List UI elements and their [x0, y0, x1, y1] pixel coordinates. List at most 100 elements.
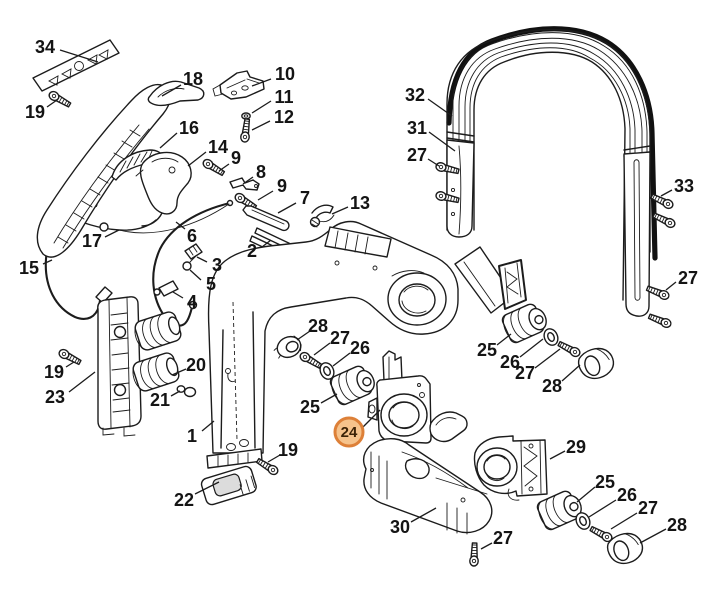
- callout-28-collar-center[interactable]: 28: [296, 316, 328, 341]
- callout-27-screw-right[interactable]: 27: [515, 348, 561, 383]
- svg-text:34: 34: [35, 37, 55, 57]
- part-19-screw-top-left: [46, 89, 73, 110]
- part-21-plug: [176, 385, 197, 398]
- svg-text:23: 23: [45, 387, 65, 407]
- part-31-handlebar-tube: [446, 139, 651, 317]
- part-24-clamp-bracket: [367, 350, 468, 444]
- callout-9-screw-b[interactable]: 9: [257, 176, 287, 201]
- svg-text:8: 8: [256, 162, 266, 182]
- callout-27-screw-bottom-right[interactable]: 27: [610, 498, 658, 530]
- callout-16-throttle-lock[interactable]: 16: [159, 118, 199, 149]
- callout-5-bead[interactable]: 5: [189, 269, 216, 294]
- part-26-washer-right: [540, 325, 562, 349]
- svg-text:14: 14: [208, 137, 228, 157]
- callout-29-bracket-lower[interactable]: 29: [549, 437, 586, 460]
- svg-text:26: 26: [350, 338, 370, 358]
- callout-3-fitting[interactable]: 3: [196, 255, 222, 275]
- callout-18-handle-molding[interactable]: 18: [161, 69, 203, 97]
- svg-text:31: 31: [407, 118, 427, 138]
- callout-33-screws-right[interactable]: 33: [660, 176, 694, 197]
- svg-text:17: 17: [82, 231, 102, 251]
- svg-text:27: 27: [638, 498, 658, 518]
- callout-25-bushing-right[interactable]: 25: [477, 333, 512, 360]
- callout-27-screw-center[interactable]: 27: [313, 328, 350, 356]
- svg-text:24: 24: [341, 424, 358, 441]
- callout-6-cable[interactable]: 6: [175, 221, 197, 246]
- svg-text:30: 30: [390, 517, 410, 537]
- svg-text:3: 3: [212, 255, 222, 275]
- callout-26-washer-bottom[interactable]: 26: [588, 485, 637, 518]
- callout-13-spring-clip[interactable]: 13: [331, 193, 370, 215]
- callout-8-link[interactable]: 8: [242, 162, 266, 185]
- svg-text:26: 26: [500, 352, 520, 372]
- highlight-badge: [333, 416, 365, 448]
- callout-30-handle-lower[interactable]: 30: [390, 507, 437, 537]
- part-32-handlebar-grip: [446, 26, 658, 301]
- callout-9-screw-a[interactable]: 9: [218, 148, 241, 172]
- callout-19-screw-bottom[interactable]: 19: [267, 440, 298, 463]
- part-27-screw-bottom-center: [468, 542, 480, 567]
- svg-text:7: 7: [300, 188, 310, 208]
- housing-side-plate: [454, 246, 527, 314]
- part-10-bracket: [212, 70, 265, 100]
- svg-text:6: 6: [187, 226, 197, 246]
- callout-23-av-block[interactable]: 23: [45, 371, 96, 407]
- callout-34-label-sticker[interactable]: 34: [35, 37, 99, 63]
- svg-text:9: 9: [231, 148, 241, 168]
- svg-text:15: 15: [19, 258, 39, 278]
- svg-text:19: 19: [25, 102, 45, 122]
- callout-25-bushing-center[interactable]: 25: [300, 393, 338, 417]
- part-22-cover: [200, 465, 257, 506]
- part-25-bushing-center: [326, 361, 379, 408]
- svg-text:27: 27: [515, 363, 535, 383]
- callout-22-cover[interactable]: 22: [174, 481, 220, 510]
- callout-26-washer-right[interactable]: 26: [500, 338, 544, 372]
- callout-31-handlebar-tube[interactable]: 31: [407, 118, 456, 152]
- svg-text:4: 4: [187, 292, 197, 312]
- callout-4-cable-nipple[interactable]: 4: [172, 291, 197, 312]
- callout-24-clamp-bracket[interactable]: 24: [333, 409, 381, 448]
- callout-17-cable-end[interactable]: 17: [82, 229, 120, 251]
- callout-21-plug[interactable]: 21: [150, 390, 181, 410]
- callout-1-handle-housing[interactable]: 1: [187, 420, 215, 446]
- callout-27-screws-tube-left[interactable]: 27: [407, 145, 440, 167]
- part-27-screws-tube-right: [645, 283, 673, 330]
- part-3-fitting: [184, 243, 203, 260]
- svg-text:20: 20: [186, 355, 206, 375]
- callout-12-screw-small[interactable]: 12: [251, 107, 294, 131]
- svg-text:12: 12: [274, 107, 294, 127]
- svg-text:19: 19: [278, 440, 298, 460]
- part-7-pin: [242, 205, 290, 232]
- callout-28-cap-bottom[interactable]: 28: [639, 515, 687, 544]
- part-27-screw-right: [556, 339, 583, 359]
- part-23-av-block: [97, 296, 142, 437]
- callout-7-pin[interactable]: 7: [277, 188, 310, 214]
- callout-19-screw-av[interactable]: 19: [44, 361, 75, 382]
- callout-2-rod[interactable]: 2: [247, 239, 272, 261]
- callout-14-throttle-trigger[interactable]: 14: [187, 137, 228, 167]
- part-13-spring-clip: [309, 204, 335, 228]
- part-27-screw-bottom-right: [588, 524, 615, 544]
- callout-19-screw-top-left[interactable]: 19: [25, 99, 58, 122]
- callout-11-nut[interactable]: 11: [251, 87, 294, 114]
- svg-text:26: 26: [617, 485, 637, 505]
- callout-10-bracket[interactable]: 10: [251, 64, 295, 87]
- callout-27-screws-tube-right[interactable]: 27: [665, 268, 698, 291]
- part-5-bead: [182, 255, 197, 271]
- svg-text:28: 28: [542, 376, 562, 396]
- callout-28-cap-right[interactable]: 28: [542, 364, 581, 396]
- callout-15-cable-long[interactable]: 15: [19, 258, 53, 278]
- part-28-collar-center: [273, 335, 302, 359]
- callout-20-av-springs[interactable]: 20: [171, 355, 206, 376]
- part-28-cap-right: [574, 343, 619, 384]
- callout-32-handlebar-grip[interactable]: 32: [405, 85, 453, 117]
- part-30-handle-lower: [362, 437, 493, 535]
- callout-25-bushing-bottom[interactable]: 25: [576, 472, 615, 503]
- svg-text:25: 25: [300, 397, 320, 417]
- callout-27-screw-bottom-center[interactable]: 27: [480, 528, 513, 550]
- svg-text:22: 22: [174, 490, 194, 510]
- svg-text:27: 27: [493, 528, 513, 548]
- part-19-screw-bottom: [254, 456, 281, 477]
- callout-26-washer-center[interactable]: 26: [332, 338, 370, 367]
